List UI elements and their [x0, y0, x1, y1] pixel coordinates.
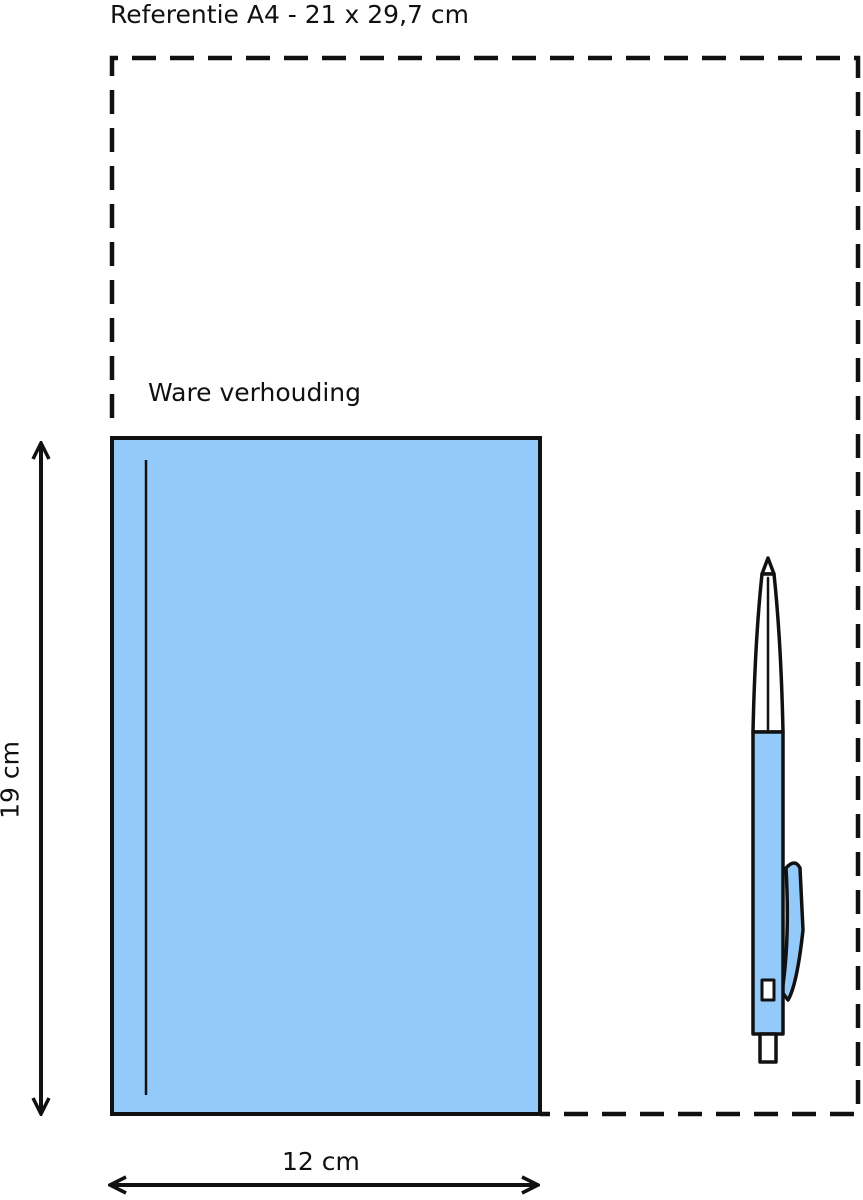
notebook: [110, 436, 542, 1116]
a4-reference-outline: [109, 55, 861, 1117]
width-dimension-label: 12 cm: [282, 1147, 360, 1176]
true-ratio-label: Ware verhouding: [148, 378, 362, 407]
a4-reference-label: Referentie A4 - 21 x 29,7 cm: [110, 0, 469, 29]
ballpoint-pen-icon: [751, 556, 805, 1064]
height-dimension-label: 19 cm: [0, 741, 25, 819]
